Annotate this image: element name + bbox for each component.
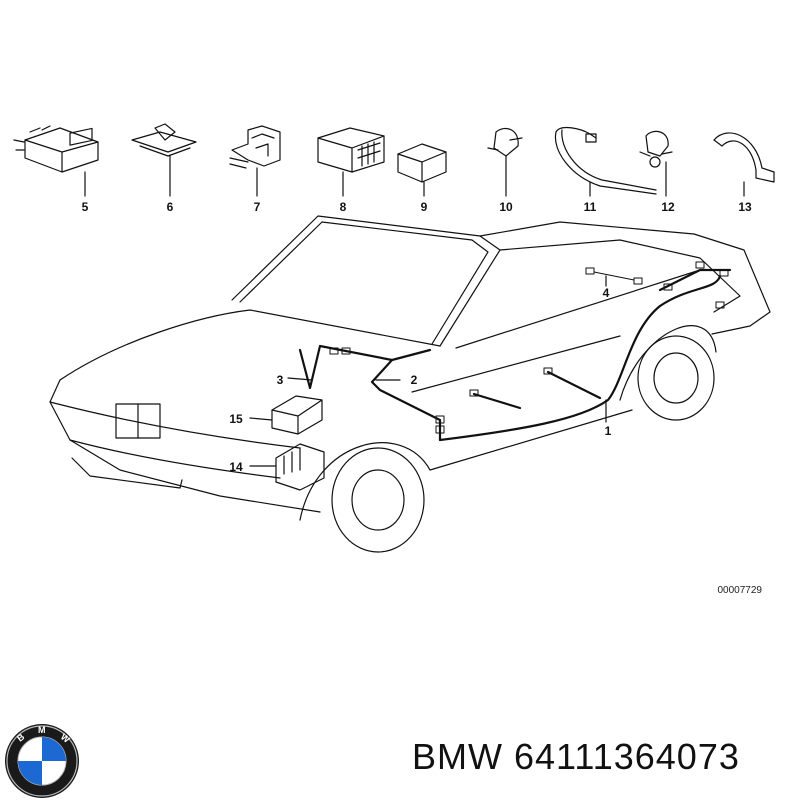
part-6-clip	[131, 123, 197, 157]
callout-6: 6	[167, 200, 174, 214]
callout-2: 2	[411, 373, 418, 387]
part-8-relay	[317, 127, 385, 173]
svg-text:M: M	[38, 725, 46, 735]
leader-15	[249, 417, 273, 421]
callout-1: 1	[605, 424, 612, 438]
part-number-caption: BMW 64111364073	[412, 736, 740, 777]
part-10-clip	[487, 127, 523, 157]
callout-12: 12	[661, 200, 675, 214]
drawing-number: 00007729	[717, 585, 763, 596]
part-5-relay	[13, 125, 99, 173]
wiring-harness[interactable]	[298, 268, 732, 442]
harness-connectors	[329, 261, 729, 434]
callout-7: 7	[254, 200, 261, 214]
svg-text:B: B	[15, 731, 27, 743]
leader-3	[287, 377, 313, 381]
car-body	[49, 215, 771, 553]
part-11-cable-tie	[554, 126, 657, 195]
part-15-module	[271, 395, 323, 435]
callout-3: 3	[277, 373, 284, 387]
callout-5: 5	[82, 200, 89, 214]
part-9-relay	[397, 143, 447, 183]
callout-13: 13	[738, 200, 752, 214]
part-13-clip	[713, 132, 775, 183]
callout-10: 10	[499, 200, 513, 214]
part-12-clip	[639, 130, 673, 168]
callout-8: 8	[340, 200, 347, 214]
part-14-box	[275, 443, 325, 491]
callout-4: 4	[603, 286, 610, 300]
callout-11: 11	[584, 200, 597, 214]
part-7-socket	[229, 125, 281, 169]
bmw-logo: B M W	[5, 724, 79, 798]
callout-14: 14	[229, 460, 243, 474]
callout-9: 9	[421, 200, 428, 214]
callout-15: 15	[229, 412, 243, 426]
